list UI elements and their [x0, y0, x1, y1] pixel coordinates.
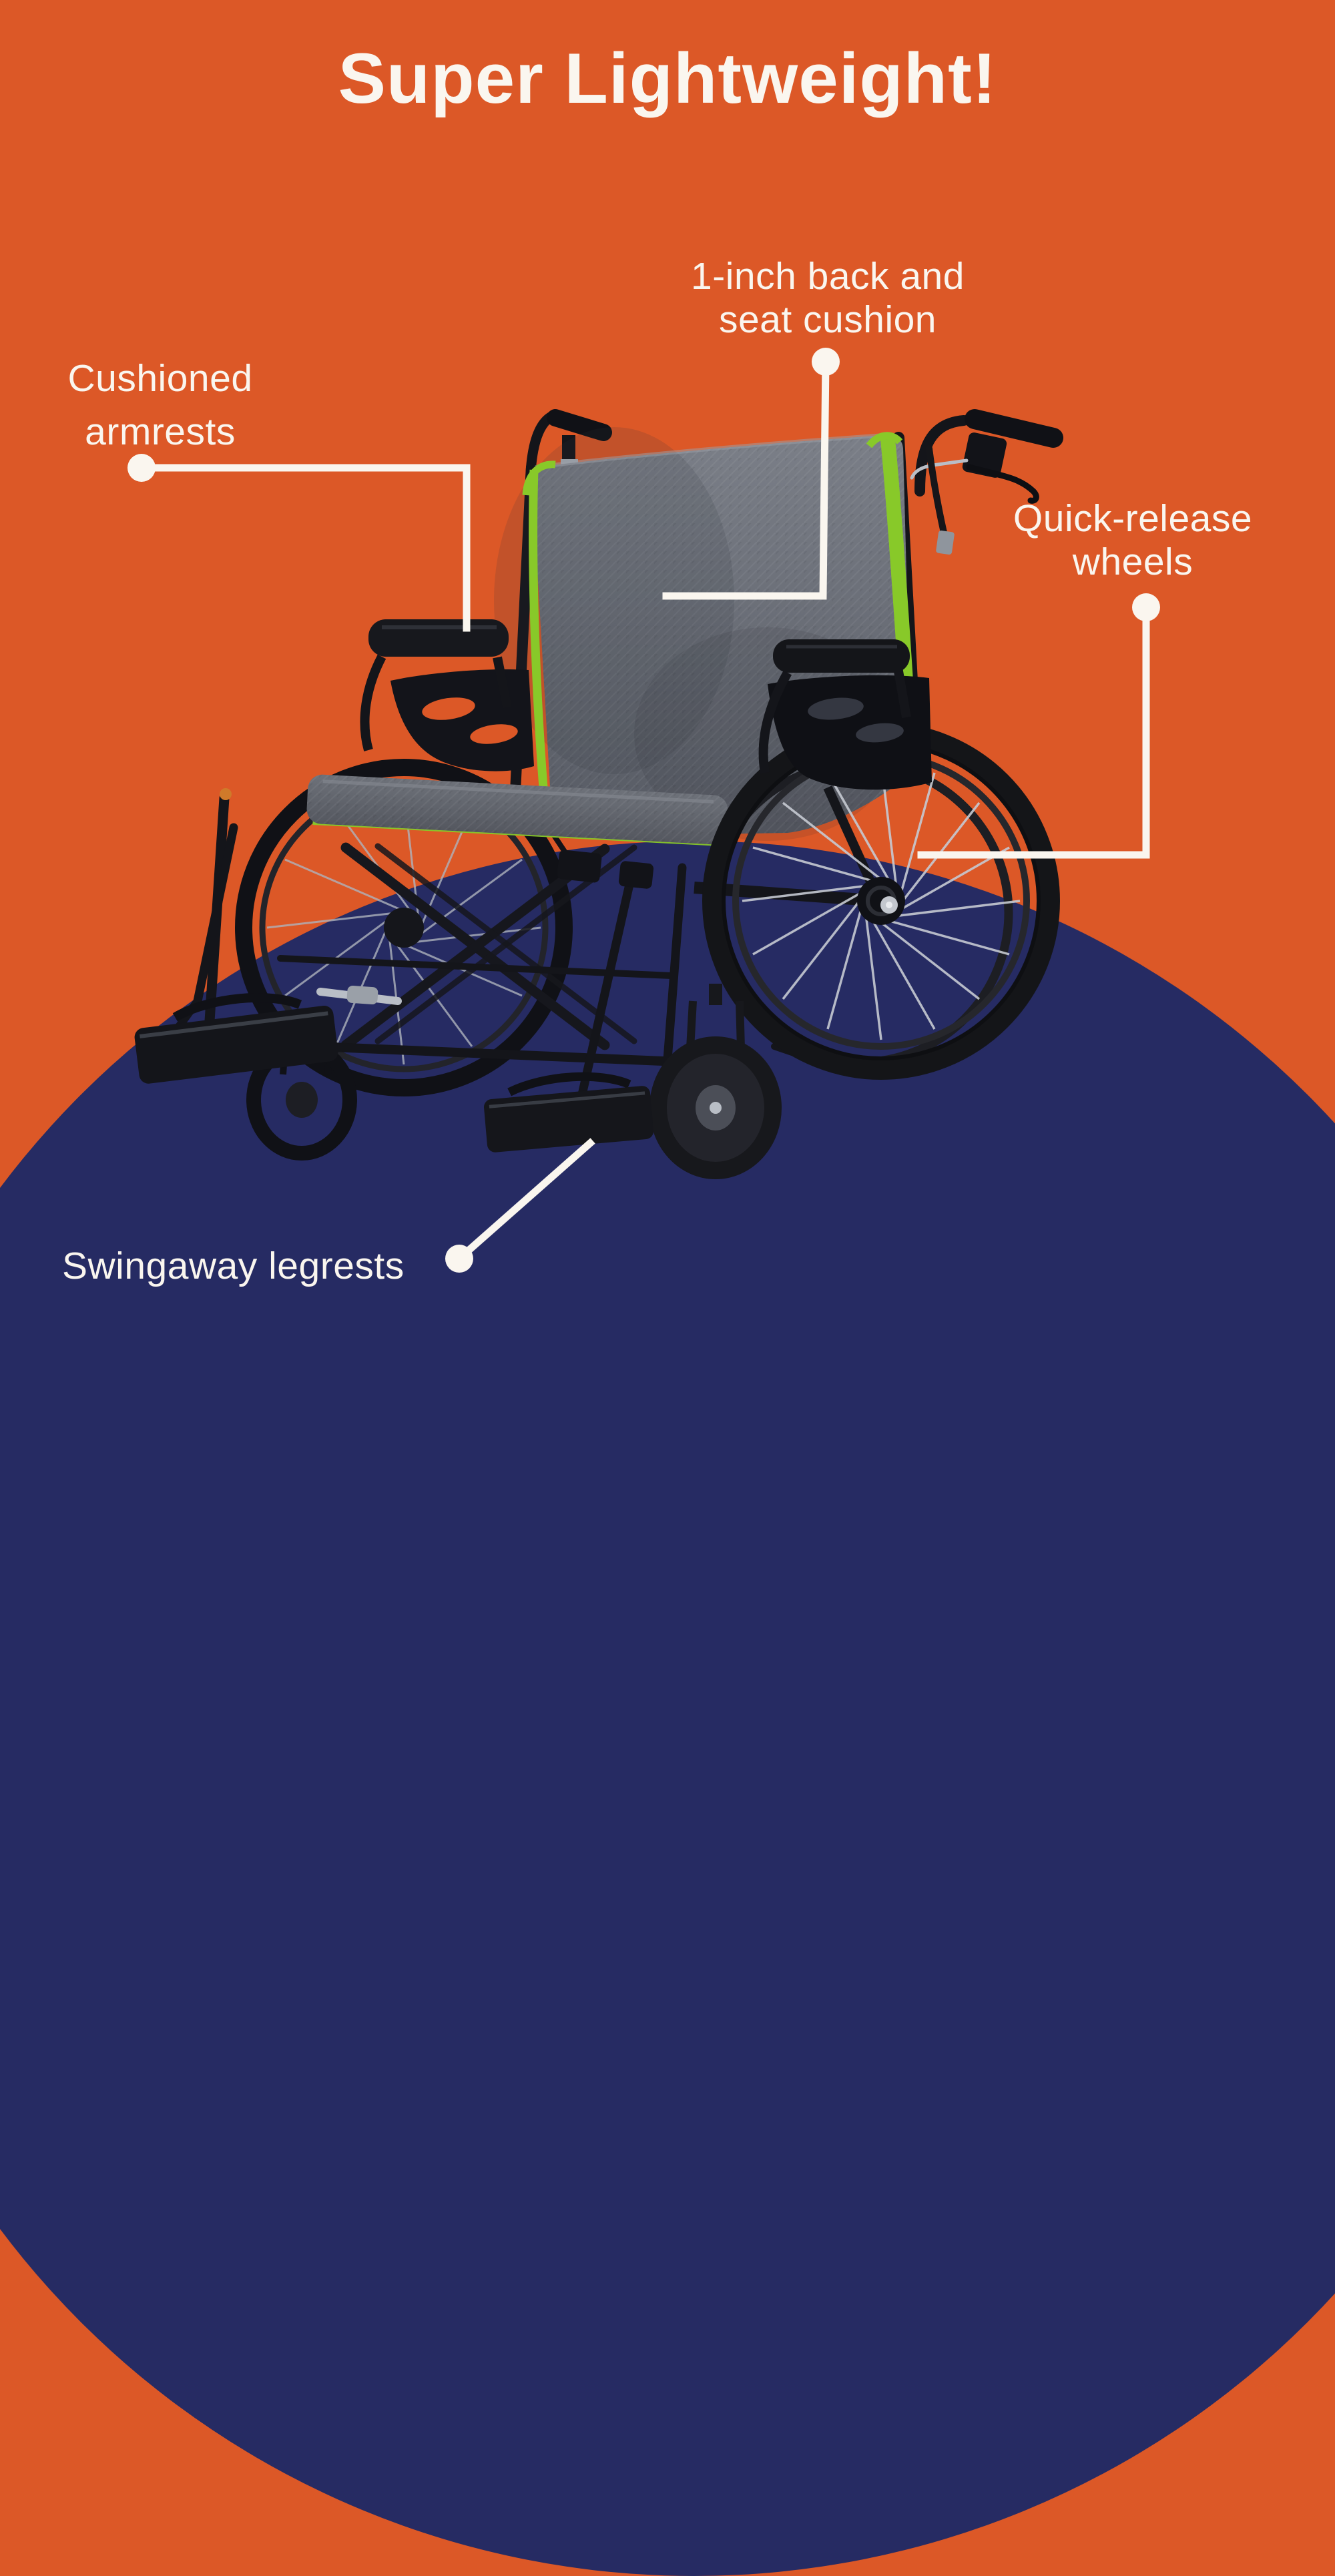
label-line: seat cushion	[718, 298, 937, 341]
callout-label-legrests: Swingaway legrests	[62, 1243, 529, 1289]
callout-label-cushion: 1-inch back and seat cushion	[601, 255, 1055, 342]
armrest-right	[758, 639, 932, 790]
callout-label-armrests: Cushioned armrests	[27, 352, 294, 458]
label-line: Quick-release	[1013, 497, 1253, 540]
wheelchair-photo	[134, 409, 1063, 1179]
footplate-right	[484, 1072, 654, 1153]
callout-line-cushion	[662, 348, 840, 600]
footplate-left	[134, 993, 338, 1084]
callout-label-wheels: Quick-release wheels	[932, 497, 1333, 584]
callout-line-armrests	[127, 454, 471, 632]
frame-lower	[168, 788, 841, 1099]
label-line: 1-inch back and	[691, 255, 965, 298]
front-caster-right	[649, 984, 782, 1179]
seat-cushion	[306, 774, 728, 847]
callout-line-legrests	[445, 1138, 595, 1273]
page-title: Super Lightweight!	[338, 38, 997, 118]
infographic-page: { "title": "Super Lightweight!", "callou…	[0, 38, 1335, 2576]
label-line: Swingaway legrests	[62, 1245, 405, 1287]
label-line: Cushioned	[67, 357, 253, 400]
label-line: armrests	[85, 410, 236, 453]
armrest-left	[360, 619, 534, 771]
label-line: wheels	[1072, 541, 1193, 583]
callout-connectors	[127, 348, 1160, 1273]
callout-line-wheels	[917, 593, 1160, 859]
